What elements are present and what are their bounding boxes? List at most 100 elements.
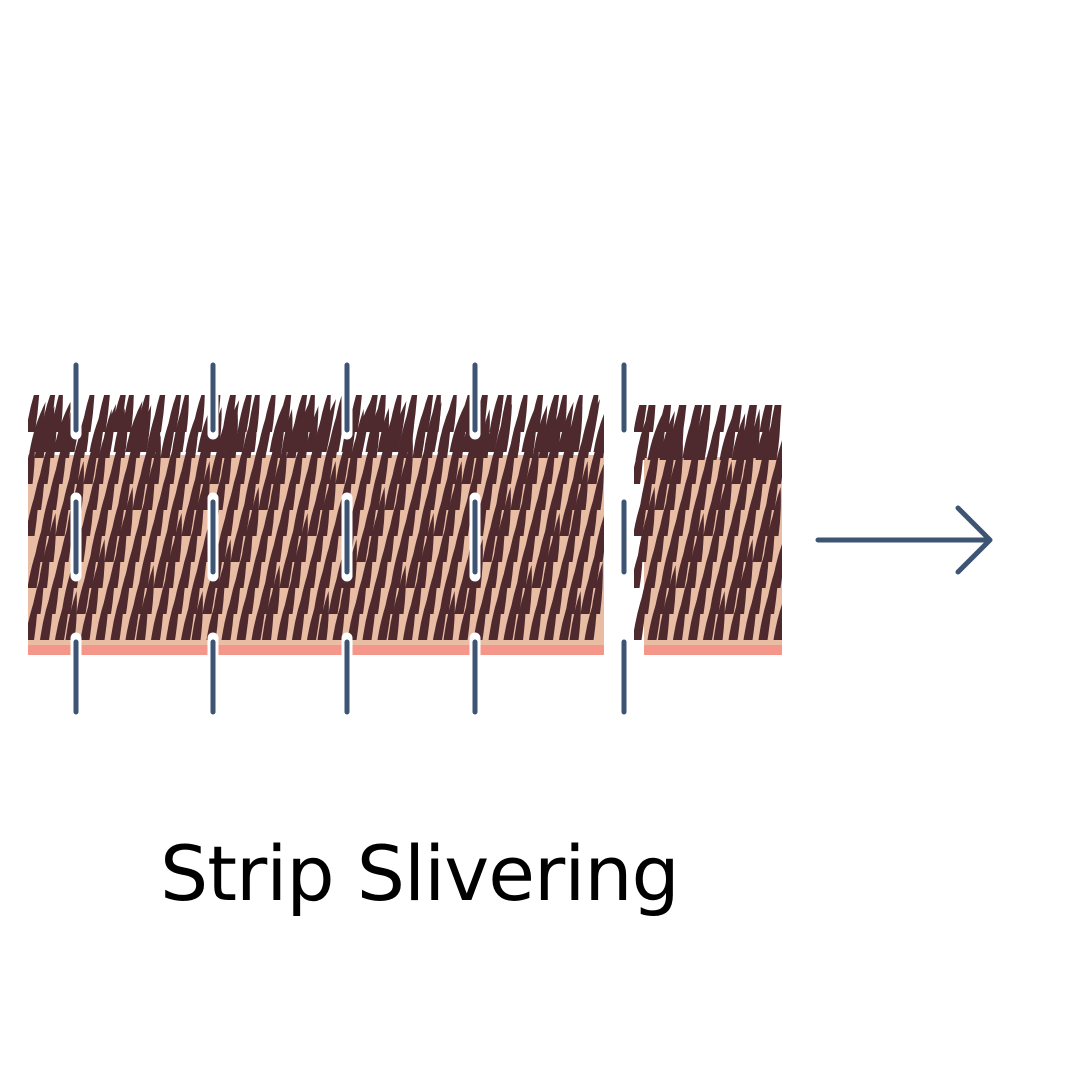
hair-strand: [191, 591, 203, 640]
hair-strand: [161, 402, 178, 452]
hair-strand: [509, 408, 522, 452]
hair-strand: [317, 399, 336, 452]
hair-sliver-icon: [634, 405, 782, 655]
hair-strand: [198, 461, 210, 510]
hair-strand: [720, 461, 732, 510]
hair-strand: [635, 414, 649, 460]
arrow-right-icon: [815, 505, 993, 575]
hair-strand: [581, 399, 600, 452]
hair-strand: [77, 407, 90, 452]
hair-strand: [113, 408, 126, 452]
hair-strand: [44, 513, 56, 562]
hair-strand: [683, 408, 702, 460]
hair-strand: [29, 402, 46, 452]
hair-strand: [450, 461, 462, 510]
hair-strand: [101, 404, 116, 452]
hair-strand: [713, 591, 725, 640]
hair-strand: [245, 408, 258, 452]
hair-strand: [296, 513, 308, 562]
hair-strand: [142, 565, 154, 614]
hair-strand: [394, 565, 406, 614]
hair-strand: [692, 513, 704, 562]
hair-strand: [593, 413, 604, 452]
hair-strand: [365, 404, 380, 452]
hair-strand: [443, 591, 455, 640]
hair-strand: [497, 404, 512, 452]
hair-strand: [51, 395, 63, 432]
hair-strand: [293, 395, 308, 432]
hair-strand: [707, 416, 720, 460]
hair-strand: [317, 591, 329, 640]
hair-strand: [185, 399, 204, 452]
hair-strand: [591, 562, 603, 614]
hair-strand: [771, 544, 782, 588]
hair-strand: [520, 565, 532, 614]
hair-strand: [719, 409, 737, 460]
hair-strand: [647, 407, 666, 460]
hair-strand: [695, 412, 710, 460]
hair-strand: [233, 404, 248, 452]
hair-strand: [773, 604, 782, 640]
hair-strand: [413, 409, 425, 452]
hair-strand: [247, 487, 259, 536]
hair-strand: [373, 487, 385, 536]
hair-strand: [219, 539, 231, 588]
hair-strand: [533, 405, 548, 452]
hair-strand: [257, 401, 275, 452]
hair-strand: [557, 402, 574, 452]
hair-strand: [268, 565, 280, 614]
hair-strand: [221, 400, 240, 452]
cut-lines: [70, 355, 630, 722]
hair-strand: [121, 487, 133, 536]
hair-strand: [437, 406, 451, 452]
hair-strand: [170, 513, 182, 562]
hair-strand: [149, 409, 161, 452]
hair-strand: [521, 401, 539, 452]
hair-strand: [89, 400, 108, 452]
hair-strand: [741, 539, 753, 588]
hair-strand: [377, 408, 390, 452]
hair-strand: [555, 395, 567, 432]
hair-strand: [353, 400, 372, 452]
hair-strand: [576, 461, 588, 510]
arrow-head: [955, 505, 993, 575]
hair-strand: [569, 591, 581, 640]
hair-strand: [755, 410, 772, 460]
hair-strand: [671, 415, 684, 460]
hair-strand: [389, 401, 407, 452]
hair-strand: [293, 402, 310, 452]
hair-strand: [634, 405, 647, 432]
hair-strand: [305, 406, 319, 452]
hair-strand: [569, 406, 583, 452]
hair-strand: [324, 461, 336, 510]
hair-strand: [93, 539, 105, 588]
strip-hair: [28, 395, 604, 640]
hair-strand: [545, 409, 557, 452]
hair-strand: [659, 411, 675, 460]
hair-strand: [664, 565, 676, 614]
hair-strand: [643, 487, 655, 536]
hair-strand: [485, 400, 504, 452]
hair-strand: [28, 395, 40, 432]
hair-strand: [41, 395, 56, 432]
hair-strand: [545, 395, 560, 432]
hair-strand: [743, 417, 755, 460]
hair-strand: [53, 399, 72, 452]
hair-strand: [593, 515, 604, 562]
hair-strand: [111, 395, 126, 432]
hair-strand: [173, 406, 187, 452]
hair-strip-icon: [28, 395, 604, 655]
hair-strand: [125, 401, 143, 452]
hair-strand: [772, 440, 782, 484]
hair-strand: [548, 513, 560, 562]
sliver-hair: [634, 405, 782, 640]
hair-strand: [591, 464, 604, 510]
hair-strand: [767, 414, 781, 460]
hair-strand: [769, 487, 781, 536]
hair-strand: [329, 403, 345, 452]
hair-strand: [401, 405, 416, 452]
hair-strand: [422, 513, 434, 562]
hair-strand: [137, 405, 152, 452]
hair-strand: [425, 402, 442, 452]
